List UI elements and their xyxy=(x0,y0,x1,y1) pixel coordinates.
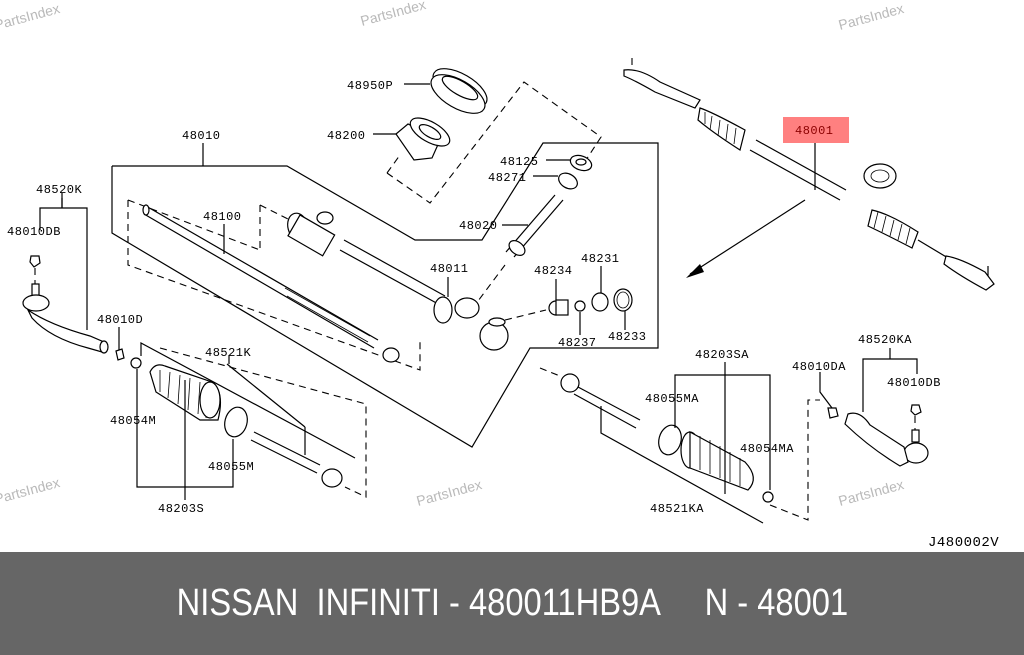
part-48203S-boot xyxy=(149,364,222,500)
watermark: PartsIndex xyxy=(0,474,61,507)
part-48271-oring xyxy=(533,172,578,190)
part-48237-nut xyxy=(574,300,586,335)
part-48011-housing xyxy=(287,211,547,351)
callout-48271[interactable]: 48271 xyxy=(488,171,527,185)
catalog-number: 48001 xyxy=(756,582,848,624)
callout-48010DB-right[interactable]: 48010DB xyxy=(887,376,941,390)
part-48125-cap xyxy=(546,154,593,172)
part-48100-rack xyxy=(142,204,400,363)
watermark: PartsIndex xyxy=(837,476,906,509)
part-48234-plug xyxy=(548,279,569,316)
callout-48010DA[interactable]: 48010DA xyxy=(792,360,846,374)
footer-banner: NISSAN INFINITI - 480011HB9A N - 48001 xyxy=(0,552,1024,655)
callout-48521KA[interactable]: 48521KA xyxy=(650,502,704,516)
callout-48020[interactable]: 48020 xyxy=(459,219,498,233)
catalog-prefix: N xyxy=(704,582,728,624)
separator: - xyxy=(727,582,757,624)
part-48054MA-clamp xyxy=(762,399,820,521)
callout-48001[interactable]: 48001 xyxy=(795,124,834,138)
callout-48055M[interactable]: 48055M xyxy=(208,460,254,474)
callout-48010[interactable]: 48010 xyxy=(182,129,221,143)
callout-48231[interactable]: 48231 xyxy=(581,252,620,266)
callout-48237[interactable]: 48237 xyxy=(558,336,597,350)
highlight-48001 xyxy=(783,117,849,143)
callout-48521K[interactable]: 48521K xyxy=(205,346,252,360)
callout-48520K[interactable]: 48520K xyxy=(36,183,83,197)
part-48001-steering-gear-assembly xyxy=(623,58,995,291)
part-48200-seal xyxy=(373,117,451,161)
diagram-code: J480002V xyxy=(928,535,999,551)
part-48521KA-inner-tie-rod xyxy=(539,367,764,524)
part-48233-ring xyxy=(613,288,633,330)
callout-48100[interactable]: 48100 xyxy=(203,210,242,224)
callout-48233[interactable]: 48233 xyxy=(608,330,647,344)
callout-48054M[interactable]: 48054M xyxy=(110,414,156,428)
watermark: PartsIndex xyxy=(415,476,484,509)
part-48231-cap xyxy=(591,266,609,312)
part-48521K-inner-tie-rod xyxy=(159,347,367,498)
watermark: PartsIndex xyxy=(359,0,428,29)
part-48020-pinion xyxy=(474,194,564,306)
part-48203SA-boot xyxy=(680,362,754,494)
callout-48055MA[interactable]: 48055MA xyxy=(645,392,699,406)
parts-diagram: PartsIndex PartsIndex PartsIndex PartsIn… xyxy=(0,0,999,551)
part-number: 480011HB9A xyxy=(468,582,659,624)
callout-labels: 48950P 48200 48010 48125 48271 48020 485… xyxy=(7,79,999,551)
callout-48203S[interactable]: 48203S xyxy=(158,502,204,516)
part-caption: NISSAN INFINITI - 480011HB9A N - 48001 xyxy=(176,582,847,625)
spacer xyxy=(659,582,704,624)
callout-48234[interactable]: 48234 xyxy=(534,264,573,278)
bracket-48010 xyxy=(111,142,659,448)
callout-48010D-left[interactable]: 48010D xyxy=(97,313,143,327)
dashed-group-rack xyxy=(127,200,421,371)
part-48010D-nut-left xyxy=(115,327,125,361)
watermark: PartsIndex xyxy=(0,0,61,33)
callout-48125[interactable]: 48125 xyxy=(500,155,539,169)
part-48520K-tie-rod-end xyxy=(22,198,109,354)
part-48055M-clamp xyxy=(224,406,248,438)
callout-48010DB-left[interactable]: 48010DB xyxy=(7,225,61,239)
brand-label: NISSAN INFINITI xyxy=(176,582,440,624)
part-48010DA-nut xyxy=(819,372,839,419)
part-48520KA-tie-rod-end xyxy=(844,348,929,467)
callout-48011[interactable]: 48011 xyxy=(430,262,469,276)
callout-48054MA[interactable]: 48054MA xyxy=(740,442,794,456)
diagram-canvas: PartsIndex PartsIndex PartsIndex PartsIn… xyxy=(0,0,999,551)
part-48950P-grommet xyxy=(404,68,488,114)
separator: - xyxy=(439,582,469,624)
dashed-group-pinion-cover xyxy=(386,81,602,204)
callout-48203SA[interactable]: 48203SA xyxy=(695,348,749,362)
callout-48200[interactable]: 48200 xyxy=(327,129,366,143)
callout-48520KA[interactable]: 48520KA xyxy=(858,333,912,347)
part-48055MA-clamp xyxy=(658,374,771,490)
watermark: PartsIndex xyxy=(837,0,906,33)
callout-48950P[interactable]: 48950P xyxy=(347,79,393,93)
